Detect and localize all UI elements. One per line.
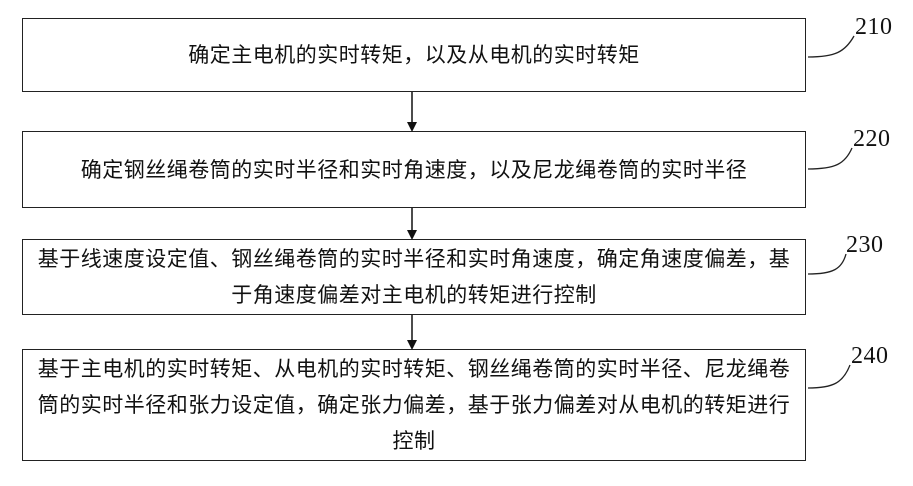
- leader-220: [808, 148, 852, 169]
- step-text-240: 基于主电机的实时转矩、从电机的实时转矩、钢丝绳卷筒的实时半径、尼龙绳卷筒的实时半…: [33, 351, 795, 459]
- leader-240: [808, 365, 850, 388]
- step-text-230: 基于线速度设定值、钢丝绳卷筒的实时半径和实时角速度，确定角速度偏差，基于角速度偏…: [33, 241, 795, 313]
- step-box-220: 确定钢丝绳卷筒的实时半径和实时角速度，以及尼龙绳卷筒的实时半径: [22, 131, 806, 208]
- step-box-210: 确定主电机的实时转矩，以及从电机的实时转矩: [22, 18, 806, 92]
- leader-230: [808, 254, 846, 274]
- leader-210: [808, 36, 854, 57]
- step-number-230: 230: [846, 232, 884, 259]
- step-box-230: 基于线速度设定值、钢丝绳卷筒的实时半径和实时角速度，确定角速度偏差，基于角速度偏…: [22, 239, 806, 315]
- step-text-220: 确定钢丝绳卷筒的实时半径和实时角速度，以及尼龙绳卷筒的实时半径: [33, 152, 795, 188]
- step-box-240: 基于主电机的实时转矩、从电机的实时转矩、钢丝绳卷筒的实时半径、尼龙绳卷筒的实时半…: [22, 349, 806, 461]
- step-number-210: 210: [855, 14, 893, 41]
- step-number-220: 220: [853, 126, 891, 153]
- step-number-240: 240: [851, 343, 889, 370]
- step-text-210: 确定主电机的实时转矩，以及从电机的实时转矩: [33, 37, 795, 73]
